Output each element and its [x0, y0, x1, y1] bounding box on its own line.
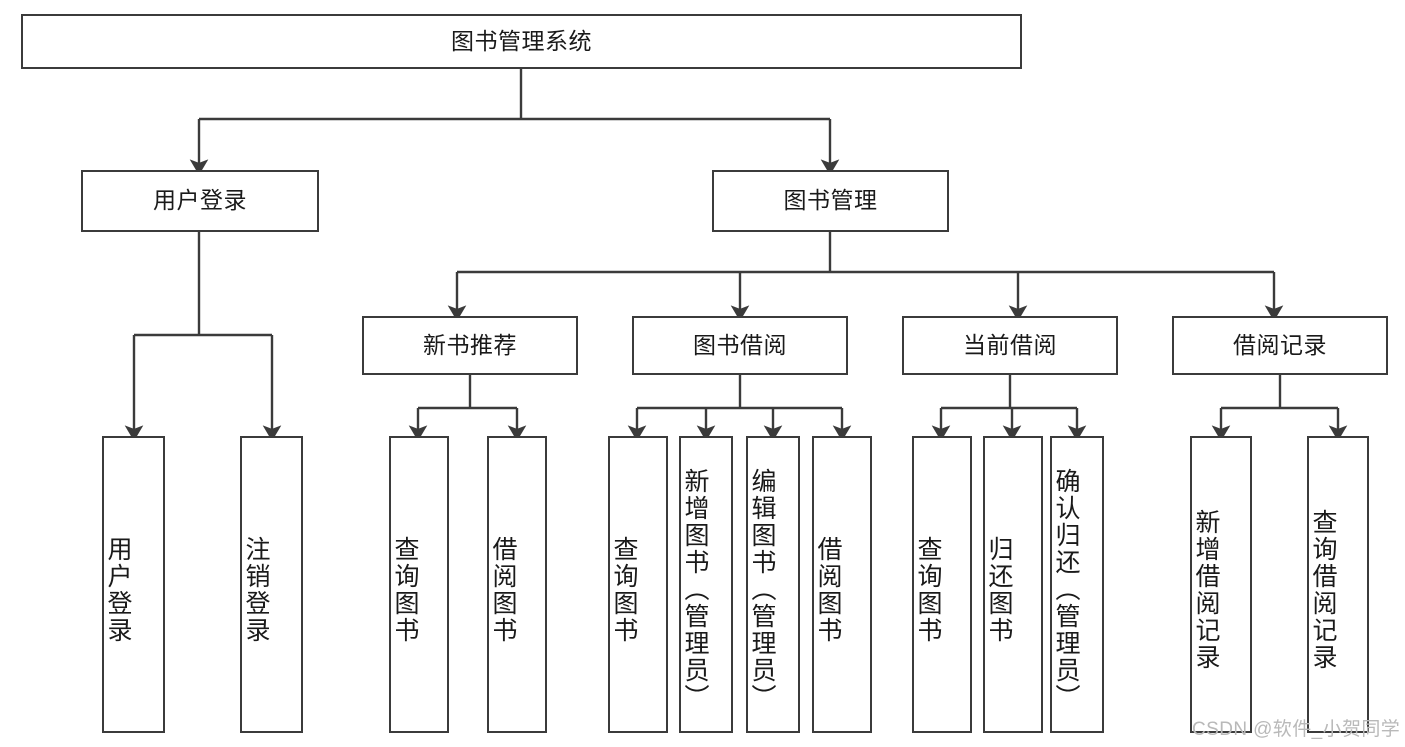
node-leaf-user-login-label: 用户登录	[104, 535, 132, 644]
node-leaf-confirm-return-label: 确认归还（管理员）	[1052, 468, 1080, 711]
node-leaf-edit-book-label: 编辑图书（管理员）	[748, 468, 776, 711]
node-current-borrow-label: 当前借阅	[963, 331, 1057, 358]
node-leaf-borrow-book-1-label: 借阅图书	[489, 535, 517, 644]
node-borrow-record[interactable]: 借阅记录	[1172, 316, 1388, 375]
node-user-login[interactable]: 用户登录	[81, 170, 319, 232]
node-book-manage-label: 图书管理	[783, 187, 878, 214]
node-leaf-add-record-label: 新增借阅记录	[1192, 508, 1220, 671]
node-leaf-return-book[interactable]: 归还图书	[983, 436, 1043, 733]
node-leaf-borrow-book-1[interactable]: 借阅图书	[487, 436, 547, 733]
node-leaf-logout[interactable]: 注销登录	[240, 436, 303, 733]
node-leaf-query-book-2-label: 查询图书	[610, 535, 638, 644]
node-leaf-edit-book[interactable]: 编辑图书（管理员）	[746, 436, 800, 733]
node-leaf-return-book-label: 归还图书	[985, 535, 1013, 644]
node-leaf-logout-label: 注销登录	[242, 535, 270, 644]
node-current-borrow[interactable]: 当前借阅	[902, 316, 1118, 375]
node-leaf-query-book-3-label: 查询图书	[914, 535, 942, 644]
node-leaf-borrow-book-2-label: 借阅图书	[814, 535, 842, 644]
node-leaf-query-book-2[interactable]: 查询图书	[608, 436, 668, 733]
node-user-login-label: 用户登录	[153, 187, 247, 214]
node-leaf-add-record[interactable]: 新增借阅记录	[1190, 436, 1252, 733]
node-leaf-query-book-1[interactable]: 查询图书	[389, 436, 449, 733]
node-borrow-record-label: 借阅记录	[1233, 331, 1327, 358]
node-leaf-user-login[interactable]: 用户登录	[102, 436, 165, 733]
node-leaf-query-book-3[interactable]: 查询图书	[912, 436, 972, 733]
node-leaf-query-book-1-label: 查询图书	[391, 535, 419, 644]
node-leaf-add-book[interactable]: 新增图书（管理员）	[679, 436, 733, 733]
node-book-manage[interactable]: 图书管理	[712, 170, 949, 232]
node-root-title-label: 图书管理系统	[451, 27, 592, 54]
node-book-borrow[interactable]: 图书借阅	[632, 316, 848, 375]
node-root-title[interactable]: 图书管理系统	[21, 14, 1022, 69]
node-leaf-confirm-return[interactable]: 确认归还（管理员）	[1050, 436, 1104, 733]
node-leaf-query-record[interactable]: 查询借阅记录	[1307, 436, 1369, 733]
node-leaf-add-book-label: 新增图书（管理员）	[681, 468, 709, 711]
node-leaf-borrow-book-2[interactable]: 借阅图书	[812, 436, 872, 733]
node-new-book-recommend[interactable]: 新书推荐	[362, 316, 578, 375]
node-book-borrow-label: 图书借阅	[693, 331, 787, 358]
node-leaf-query-record-label: 查询借阅记录	[1309, 508, 1337, 671]
node-new-book-recommend-label: 新书推荐	[423, 331, 517, 358]
